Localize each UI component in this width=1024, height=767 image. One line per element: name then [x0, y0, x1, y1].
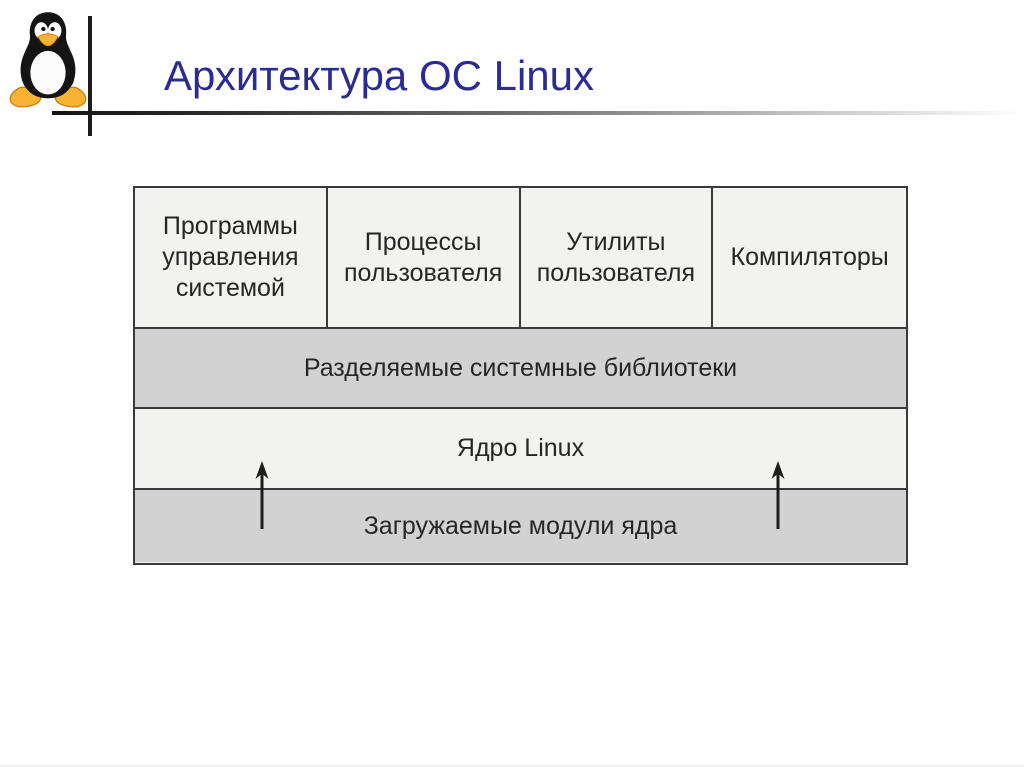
- band-loadable-kernel-modules: Загружаемые модули ядра: [135, 490, 906, 562]
- cell-label: Программы управления системой: [162, 212, 299, 302]
- up-arrow-icon: [253, 461, 271, 529]
- slide-bottom-edge: [0, 765, 1024, 767]
- decor-horizontal-line: [52, 111, 1024, 115]
- page-title: Архитектура ОС Linux: [164, 52, 595, 99]
- band-label: Разделяемые системные библиотеки: [303, 353, 738, 382]
- user-space-row: Программы управления системой Процессы п…: [135, 188, 906, 329]
- band-label: Загружаемые модули ядра: [363, 511, 678, 540]
- cell-label: Процессы пользователя: [343, 227, 503, 287]
- cell-system-management-programs: Программы управления системой: [135, 188, 328, 327]
- cell-compilers: Компиляторы: [713, 188, 906, 327]
- decor-vertical-line: [88, 16, 92, 136]
- cell-user-utilities: Утилиты пользователя: [520, 188, 714, 327]
- band-shared-system-libraries: Разделяемые системные библиотеки: [135, 329, 906, 409]
- cell-user-processes: Процессы пользователя: [327, 188, 521, 327]
- cell-label: Компиляторы: [730, 243, 889, 271]
- up-arrow-icon: [769, 461, 787, 529]
- tux-penguin-icon: [6, 8, 90, 110]
- band-linux-kernel: Ядро Linux: [135, 409, 906, 490]
- cell-label: Утилиты пользователя: [536, 227, 696, 287]
- band-label: Ядро Linux: [456, 434, 585, 462]
- linux-architecture-diagram: Программы управления системой Процессы п…: [133, 186, 908, 565]
